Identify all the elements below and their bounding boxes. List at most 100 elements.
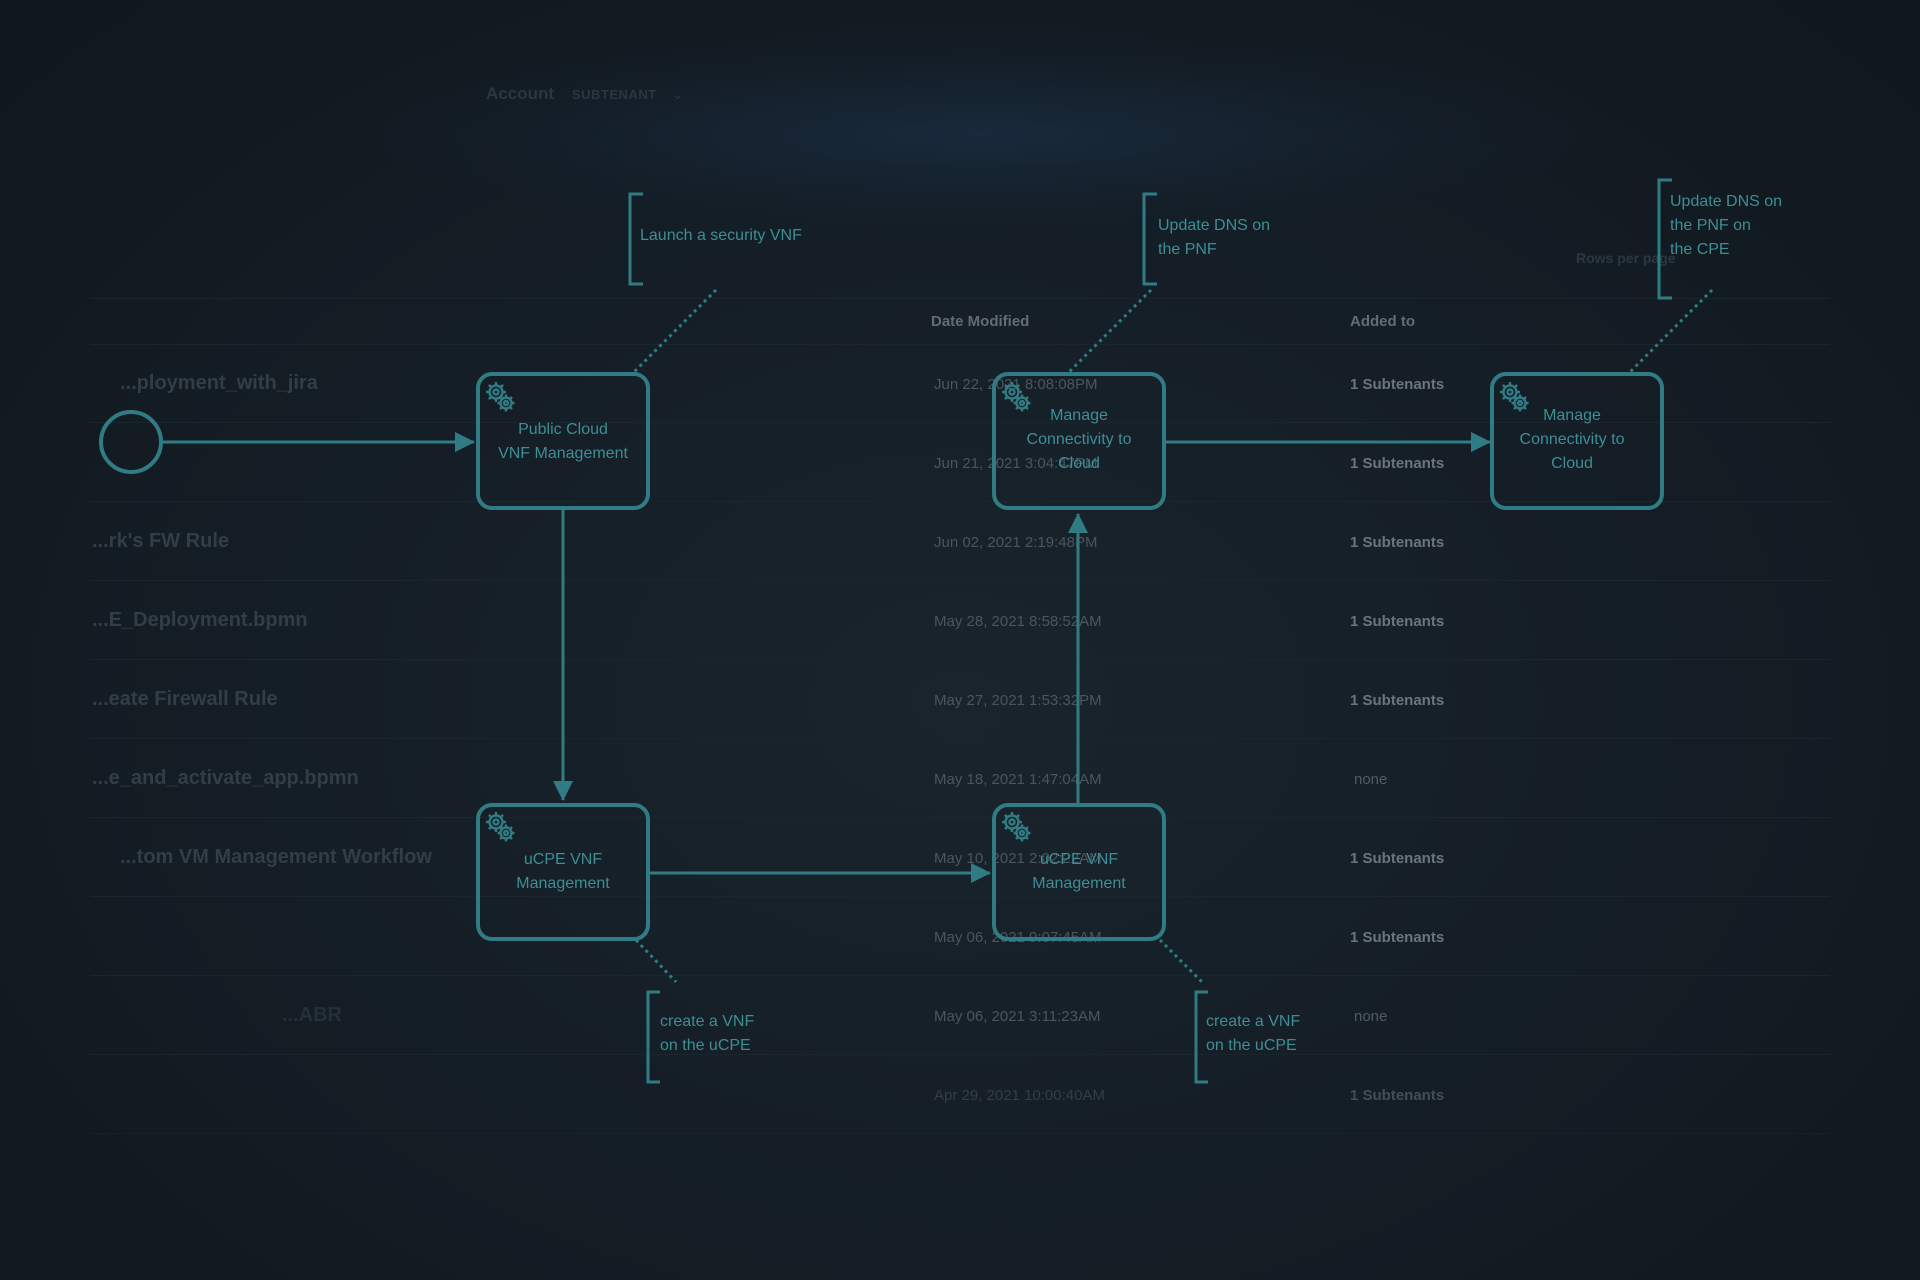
workflow-name[interactable]: ...tom VM Management Workflow	[120, 846, 432, 868]
table-divider	[90, 1133, 1830, 1134]
task-label-manage-connectivity-1: Manage Connectivity to Cloud	[993, 404, 1165, 476]
annotation-line: Launch a security VNF	[640, 227, 802, 244]
added-to-cell: 1 Subtenants	[1350, 692, 1445, 709]
task-label-line: uCPE VNF	[523, 851, 603, 868]
table-divider	[90, 344, 1830, 345]
date-modified-cell: May 06, 2021 3:11:23AM	[934, 1008, 1101, 1025]
chevron-down-icon[interactable]: ⌄	[672, 86, 684, 102]
annotation-launch-security: Launch a security VNF	[640, 224, 802, 248]
column-header-added-to[interactable]: Added to	[1350, 313, 1415, 330]
task-label-line: uCPE VNF	[1039, 851, 1119, 868]
date-modified-cell: Jun 02, 2021 2:19:48PM	[934, 534, 1098, 551]
table-divider	[90, 975, 1830, 976]
association-launch-security	[632, 288, 718, 374]
rows-per-page-label: Rows per page	[1576, 250, 1676, 266]
column-header-date-modified[interactable]: Date Modified	[931, 313, 1030, 330]
task-ucpe-vnf-management-2[interactable]	[992, 803, 1166, 941]
subtenant-dropdown[interactable]: SUBTENANT	[572, 87, 657, 102]
annotation-bracket-update-dns-pnf[interactable]	[1142, 192, 1157, 286]
added-to-cell: none	[1354, 1008, 1388, 1025]
table-divider	[90, 659, 1830, 660]
gear-icon	[486, 812, 515, 842]
added-to-cell: 1 Subtenants	[1350, 534, 1445, 551]
association-create-vnf-2	[1158, 938, 1204, 984]
annotation-line: on the uCPE	[660, 1037, 751, 1054]
annotation-line: create a VNF	[1206, 1013, 1301, 1030]
annotation-bracket-update-dns-cpe[interactable]	[1657, 178, 1672, 300]
task-label-ucpe-1: uCPE VNF Management	[477, 848, 649, 896]
task-label-ucpe-2: uCPE VNF Management	[993, 848, 1165, 896]
association-update-dns-cpe	[1628, 288, 1714, 374]
table-divider	[90, 422, 1830, 423]
association-update-dns-pnf	[1067, 288, 1153, 374]
task-public-cloud-vnf-management[interactable]	[476, 372, 650, 510]
task-label-line: Cloud	[1058, 455, 1100, 472]
workflow-name[interactable]: ...eate Firewall Rule	[92, 688, 278, 710]
task-label-public-cloud: Public Cloud VNF Management	[477, 418, 649, 466]
date-modified-cell: May 18, 2021 1:47:04AM	[934, 771, 1102, 788]
task-label-line: Connectivity to	[1026, 431, 1132, 448]
date-modified-cell: May 10, 2021 2:02:22AM	[934, 850, 1102, 867]
gear-icon	[486, 382, 515, 412]
gear-icon	[1500, 382, 1529, 412]
added-to-cell: 1 Subtenants	[1350, 613, 1445, 630]
table-divider	[90, 896, 1830, 897]
annotation-line: the PNF	[1158, 241, 1217, 258]
annotation-create-vnf-2: create a VNF on the uCPE	[1206, 1010, 1300, 1058]
task-manage-connectivity-2[interactable]	[1490, 372, 1664, 510]
date-modified-cell: Jun 22, 2021 8:08:08PM	[934, 376, 1098, 393]
added-to-cell: 1 Subtenants	[1350, 1087, 1445, 1104]
annotation-create-vnf-1: create a VNF on the uCPE	[660, 1010, 754, 1058]
gear-icon	[1002, 382, 1031, 412]
task-label-line: Management	[516, 875, 610, 892]
start-event[interactable]	[99, 410, 163, 474]
task-label-line: Management	[1032, 875, 1126, 892]
added-to-cell: 1 Subtenants	[1350, 376, 1445, 393]
workflow-name[interactable]: ...e_and_activate_app.bpmn	[92, 767, 359, 789]
date-modified-cell: Jun 21, 2021 3:04:47PM	[934, 455, 1098, 472]
workflow-name[interactable]: ...E_Deployment.bpmn	[92, 609, 308, 631]
annotation-line: Update DNS on	[1158, 217, 1271, 234]
table-divider	[90, 1054, 1830, 1055]
added-to-cell: 1 Subtenants	[1350, 929, 1445, 946]
date-modified-cell: May 28, 2021 8:58:52AM	[934, 613, 1102, 630]
account-label: Account	[486, 84, 554, 103]
added-to-cell: none	[1354, 771, 1388, 788]
annotation-bracket-create-vnf-2[interactable]	[1194, 990, 1208, 1084]
annotation-line: the PNF on	[1670, 217, 1751, 234]
workflow-name[interactable]: ...ABR	[282, 1004, 342, 1026]
date-modified-cell: May 27, 2021 1:53:32PM	[934, 692, 1102, 709]
task-ucpe-vnf-management-1[interactable]	[476, 803, 650, 941]
workflow-name[interactable]: ...ployment_with_jira	[120, 372, 318, 394]
annotation-line: on the uCPE	[1206, 1037, 1297, 1054]
annotation-bracket-launch-security[interactable]	[628, 192, 643, 286]
table-divider	[90, 501, 1830, 502]
table-divider	[90, 298, 1830, 299]
table-divider	[90, 738, 1830, 739]
table-divider	[90, 580, 1830, 581]
header-glow	[380, 40, 1580, 230]
annotation-line: create a VNF	[660, 1013, 755, 1030]
task-label-manage-connectivity-2: Manage Connectivity to Cloud	[1486, 404, 1658, 476]
gear-icon	[1002, 812, 1031, 842]
task-label-line: Public Cloud	[518, 421, 608, 438]
annotation-bracket-create-vnf-1[interactable]	[646, 990, 660, 1084]
added-to-cell: 1 Subtenants	[1350, 455, 1445, 472]
task-manage-connectivity-1[interactable]	[992, 372, 1166, 510]
annotation-line: the CPE	[1670, 241, 1730, 258]
added-to-cell: 1 Subtenants	[1350, 850, 1445, 867]
workflow-name[interactable]: ...rk's FW Rule	[92, 530, 230, 552]
task-label-line: VNF Management	[498, 445, 628, 462]
task-label-line: Connectivity to	[1519, 431, 1625, 448]
task-label-line: Cloud	[1551, 455, 1593, 472]
annotation-update-dns-pnf: Update DNS on the PNF	[1158, 214, 1270, 262]
task-label-line: Manage	[1050, 407, 1108, 424]
task-label-line: Manage	[1543, 407, 1601, 424]
annotation-update-dns-cpe: Update DNS on the PNF on the CPE	[1670, 190, 1782, 262]
association-create-vnf-1	[634, 938, 678, 984]
table-divider	[90, 817, 1830, 818]
date-modified-cell: Apr 29, 2021 10:00:40AM	[934, 1087, 1105, 1104]
